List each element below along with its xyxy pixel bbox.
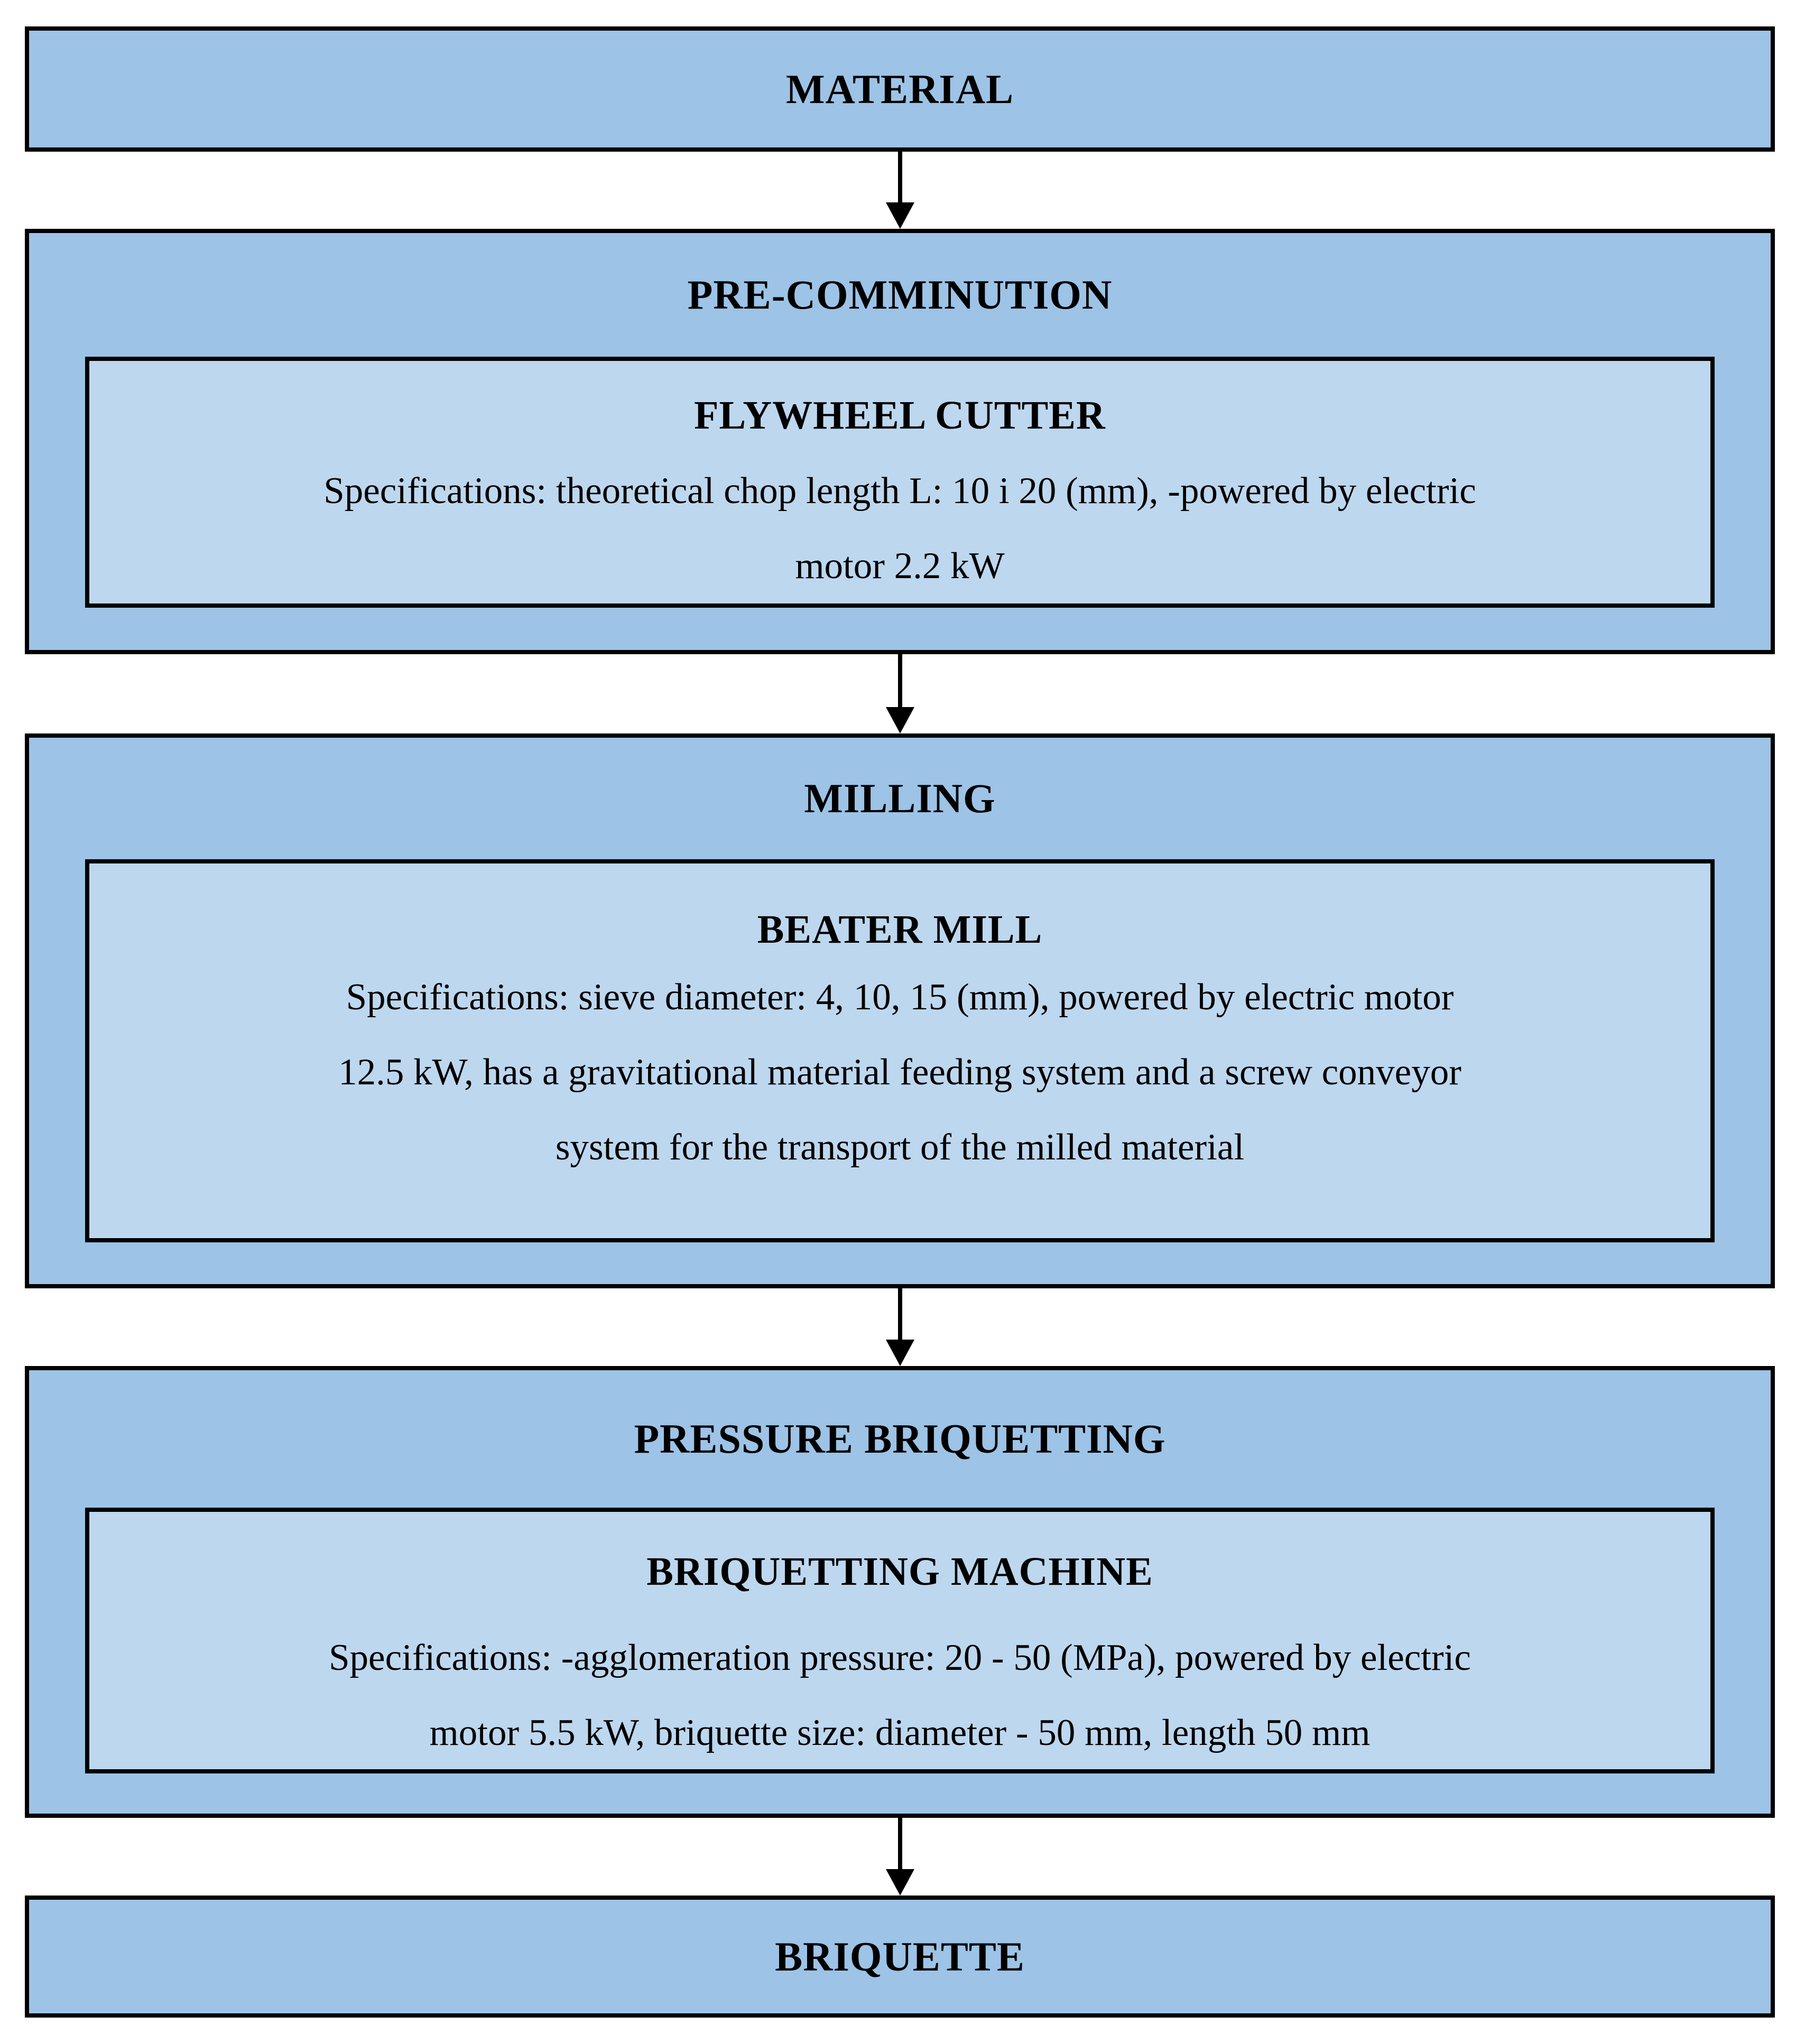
node-pre-comminution: PRE-COMMINUTION FLYWHEEL CUTTER Specific… [25, 229, 1775, 654]
flywheel-cutter-name: FLYWHEEL CUTTER [694, 393, 1106, 438]
node-milling: MILLING BEATER MILL Specifications: siev… [25, 733, 1775, 1288]
node-briquette: BRIQUETTE [25, 1896, 1775, 2018]
arrow-down-icon [885, 152, 914, 229]
process-flowchart: MATERIAL PRE-COMMINUTION FLYWHEEL CUTTER… [25, 0, 1775, 2018]
briquette-label: BRIQUETTE [775, 1933, 1025, 1980]
briquetting-machine-specs: Specifications: -agglomeration pressure:… [329, 1637, 1471, 1753]
flow-arrow-1 [25, 152, 1775, 229]
material-label: MATERIAL [785, 66, 1014, 112]
beater-mill-specs: Specifications: sieve diameter: 4, 10, 1… [338, 977, 1461, 1168]
arrow-down-icon [885, 1288, 914, 1366]
machine-briquetting-machine: BRIQUETTING MACHINE Specifications: -agg… [85, 1508, 1715, 1773]
flywheel-cutter-specs: Specifications: theoretical chop length … [323, 470, 1476, 587]
milling-label: MILLING [804, 775, 996, 821]
pre-comminution-label: PRE-COMMINUTION [687, 272, 1113, 318]
pressure-briquetting-label: PRESSURE BRIQUETTING [634, 1416, 1166, 1462]
arrow-down-icon [885, 1818, 914, 1896]
briquetting-machine-name: BRIQUETTING MACHINE [646, 1549, 1153, 1594]
machine-beater-mill: BEATER MILL Specifications: sieve diamet… [85, 859, 1715, 1242]
beater-mill-name: BEATER MILL [757, 907, 1043, 952]
flow-arrow-2 [25, 654, 1775, 733]
flow-arrow-4 [25, 1818, 1775, 1896]
node-pressure-briquetting: PRESSURE BRIQUETTING BRIQUETTING MACHINE… [25, 1366, 1775, 1818]
flow-arrow-3 [25, 1288, 1775, 1366]
arrow-down-icon [885, 654, 914, 733]
node-material: MATERIAL [25, 26, 1775, 152]
machine-flywheel-cutter: FLYWHEEL CUTTER Specifications: theoreti… [85, 357, 1715, 608]
